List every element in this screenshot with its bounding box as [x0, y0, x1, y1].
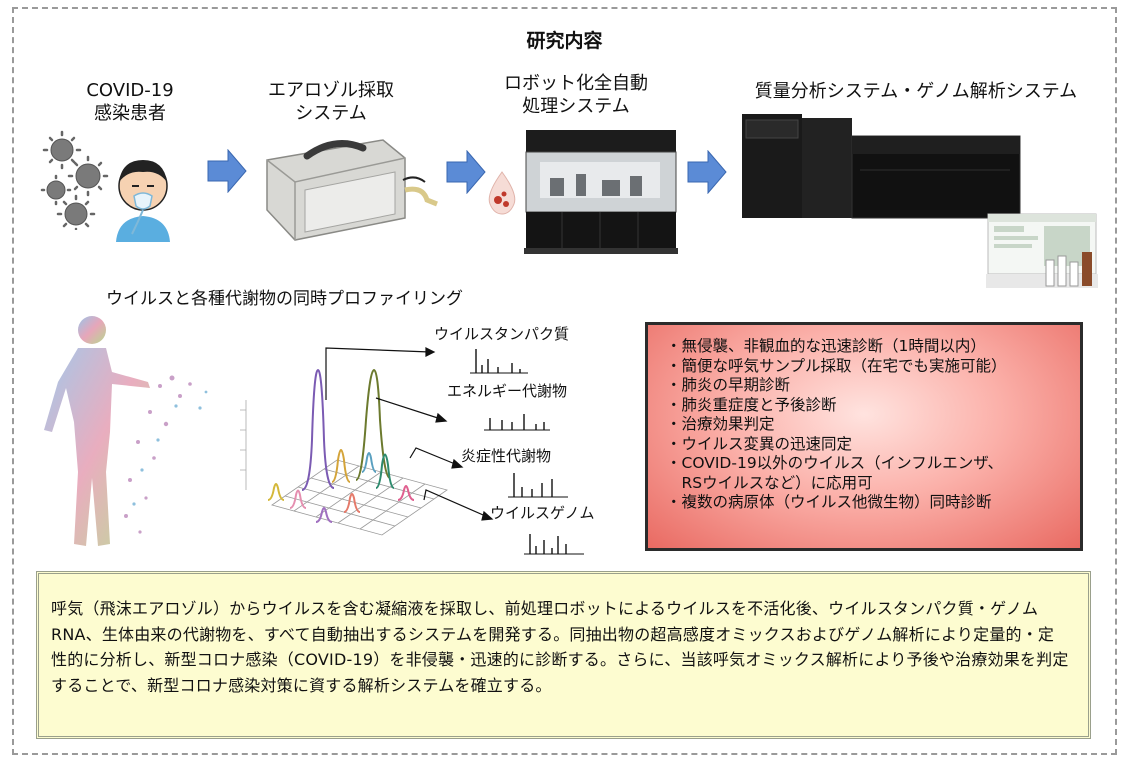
spectrum-virus-genome [524, 534, 584, 555]
feature-item: ・肺炎重症度と予後診断 [666, 395, 837, 414]
step-label-line: 感染患者 [94, 103, 166, 124]
chart-label-virus-protein: ウイルスタンパク質 [434, 325, 570, 343]
chromatogram-3d [240, 368, 448, 536]
outer-dashed-frame [12, 7, 1117, 755]
step-label-line: 質量分析システム・ゲノム解析システム [754, 81, 1078, 102]
human-body-icon [44, 316, 208, 546]
mass-spectrometer-icon [742, 114, 1021, 219]
flow-arrow-1 [207, 149, 247, 193]
page-title: 研究内容 [526, 30, 603, 52]
step-label-analysis: 質量分析システム・ゲノム解析システム [716, 80, 1116, 103]
step-label-line: エアロゾル採取 [268, 80, 394, 101]
step-label-line: COVID-19 [86, 80, 174, 101]
patient-icon [116, 160, 170, 242]
chart-label-virus-genome: ウイルスゲノム [490, 504, 595, 522]
robot-system-icon [524, 130, 678, 254]
sample-droplet-icon [488, 171, 516, 215]
chart-label-inflammatory-metabolite: 炎症性代謝物 [461, 447, 552, 465]
feature-item: ・COVID-19以外のウイルス（インフルエンザ、 [666, 454, 1003, 472]
step-label-robot: ロボット化全自動 処理システム [476, 72, 676, 118]
step-label-line: システム [295, 103, 367, 124]
flow-arrow-2 [446, 150, 486, 194]
feature-item: ・治療効果判定 [666, 415, 775, 433]
spectrum-inflammatory-metabolite [508, 473, 568, 498]
spectrum-energy-metabolite [484, 414, 550, 431]
feature-item: RSウイルスなど）に応用可 [666, 473, 873, 492]
software-package-icon [986, 213, 1098, 288]
virus-icon [40, 130, 109, 230]
summary-text: 呼気（飛沫エアロゾル）からウイルスを含む凝縮液を採取し、前処理ロボットによるウイ… [51, 599, 1069, 695]
profiling-label: ウイルスと各種代謝物の同時プロファイリング [106, 289, 463, 309]
flow-arrow-3 [687, 150, 727, 194]
step-label-line: 処理システム [522, 96, 630, 117]
step-label-aerosol: エアロゾル採取 システム [246, 79, 416, 125]
feature-item: ・無侵襲、非観血的な迅速診断（1時間以内） [666, 337, 986, 355]
chart-label-energy-metabolite: エネルギー代謝物 [447, 382, 568, 400]
step-label-line: ロボット化全自動 [504, 73, 648, 94]
pointer-lines [325, 347, 494, 521]
spectrum-virus-protein [470, 349, 528, 374]
features-box: ・無侵襲、非観血的な迅速診断（1時間以内） ・簡便な呼気サンプル採取（在宅でも実… [645, 322, 1083, 551]
summary-box: 呼気（飛沫エアロゾル）からウイルスを含む凝縮液を採取し、前処理ロボットによるウイ… [36, 571, 1091, 739]
aerosol-collector-icon [266, 139, 438, 241]
feature-item: ・複数の病原体（ウイルス他微生物）同時診断 [666, 493, 992, 511]
feature-item: ・肺炎の早期診断 [666, 376, 791, 394]
feature-item: ・簡便な呼気サンプル採取（在宅でも実施可能） [666, 356, 1007, 375]
step-label-patient: COVID-19 感染患者 [55, 79, 205, 125]
feature-item: ・ウイルス変異の迅速同定 [666, 434, 853, 453]
